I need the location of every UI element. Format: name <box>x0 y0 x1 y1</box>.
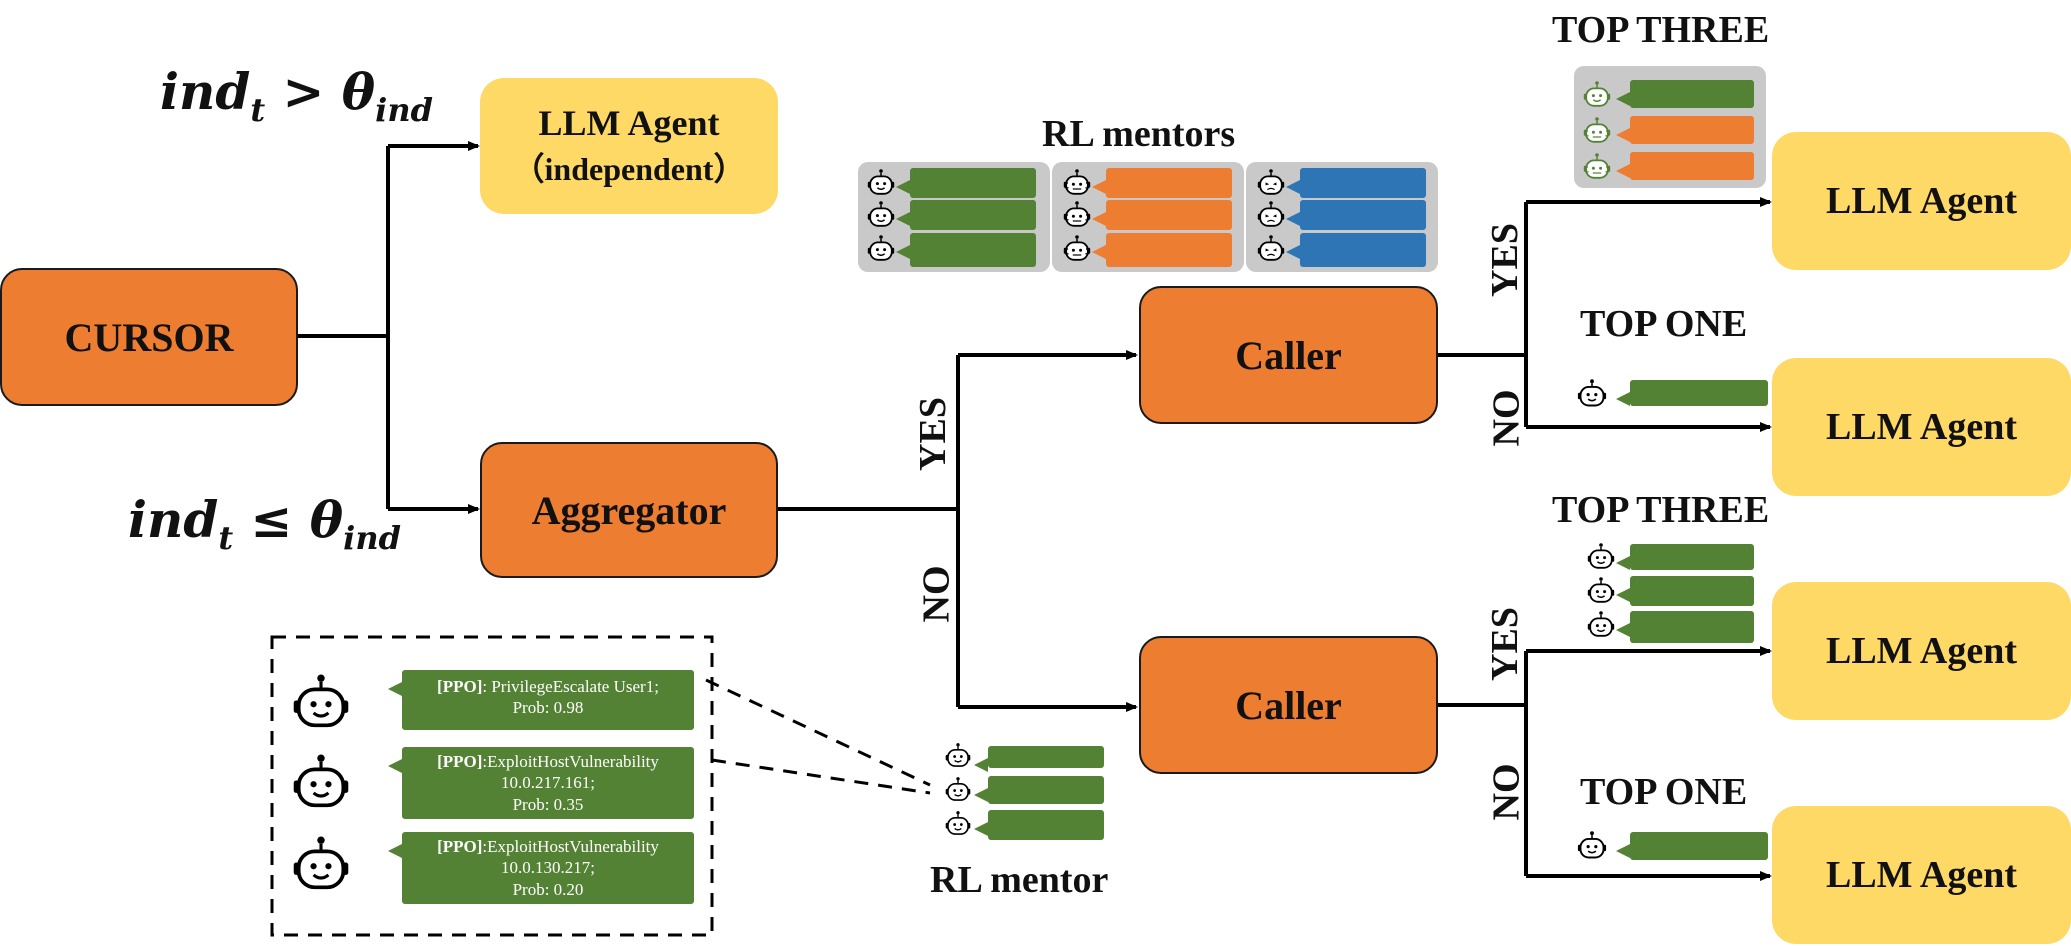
mini-bubble <box>1286 168 1426 198</box>
robot-smile-icon <box>944 776 972 804</box>
cond-high-op: > θ <box>265 62 376 121</box>
robot-smile-icon <box>1586 576 1616 606</box>
mini-bubble <box>1092 200 1232 230</box>
robot-smile-icon <box>1576 830 1608 862</box>
cursor-box: CURSOR <box>0 268 298 406</box>
mini-bubble <box>1616 380 1768 406</box>
robot-smile-icon <box>944 810 972 838</box>
cond-high-base: ind <box>160 62 251 121</box>
mini-bubble <box>1616 152 1754 180</box>
mini-bubble <box>896 200 1036 230</box>
bubble-line1: :ExploitHostVulnerability <box>482 837 659 856</box>
yes-label-aggregator: YES <box>911 397 954 471</box>
aggregator-box: Aggregator <box>480 442 778 578</box>
caller-box-top: Caller <box>1139 286 1438 424</box>
mini-bubble <box>896 233 1036 267</box>
no-label-aggregator: NO <box>915 565 958 623</box>
robot-smile-icon <box>1576 378 1608 410</box>
mini-bubble <box>1616 544 1754 570</box>
caller-label-top: Caller <box>1235 332 1342 378</box>
robot-bug-icon <box>1582 152 1612 182</box>
condition-high: indt > θind <box>160 62 433 129</box>
mini-bubble <box>896 168 1036 198</box>
bubble-line1: : PrivilegeEscalate User1; <box>482 677 659 696</box>
legend-bubble-3: [PPO]:ExploitHostVulnerability 10.0.130.… <box>388 832 694 904</box>
caller-box-bottom: Caller <box>1139 636 1438 774</box>
llm-agent-label: LLM Agent <box>1825 854 2018 896</box>
robot-smile-icon <box>1586 610 1616 640</box>
top-one-heading-a: TOP ONE <box>1580 303 1748 345</box>
bubble-tag: [PPO] <box>437 752 483 771</box>
robot-smile-icon <box>866 234 896 264</box>
mini-bubble <box>1092 233 1232 267</box>
cursor-label: CURSOR <box>64 314 234 360</box>
llm-agent-label: LLM Agent <box>1825 630 2018 672</box>
legend-bubble-2: [PPO]:ExploitHostVulnerability 10.0.217.… <box>388 747 694 819</box>
rl-mentors-title: RL mentors <box>1042 113 1236 155</box>
no-label-caller-top: NO <box>1485 389 1528 447</box>
yes-label-caller-top: YES <box>1483 223 1526 297</box>
mini-bubble <box>974 810 1104 840</box>
mini-bubble <box>974 746 1104 772</box>
top-three-heading-a: TOP THREE <box>1552 9 1770 51</box>
mini-bubble <box>1616 80 1754 108</box>
llm-agent-independent: LLM Agent （independent） <box>480 78 778 214</box>
robot-devil-icon <box>1256 200 1286 230</box>
cond-low-sub2: ind <box>343 519 401 557</box>
bubble-line2: 10.0.217.161; <box>501 773 595 793</box>
bubble-line2: 10.0.130.217; <box>501 858 595 878</box>
robot-devil-icon <box>1256 234 1286 264</box>
robot-bug-icon <box>1062 168 1092 198</box>
independent-note: （independent） <box>512 151 746 187</box>
robot-smile-icon <box>1586 542 1616 572</box>
bubble-line2: Prob: 0.98 <box>512 698 584 718</box>
rl-mentor-title: RL mentor <box>930 859 1109 901</box>
cond-high-sub2: ind <box>375 91 433 129</box>
mini-bubble <box>1616 116 1754 144</box>
mini-bubble <box>1616 832 1768 860</box>
robot-smile-icon <box>1582 80 1612 110</box>
legend-bubble-1: [PPO]: PrivilegeEscalate User1; Prob: 0.… <box>388 670 694 730</box>
llm-agent-top-one-b: LLM Agent <box>1772 806 2071 944</box>
aggregator-label: Aggregator <box>531 487 727 533</box>
bubble-line3: Prob: 0.20 <box>512 879 584 899</box>
llm-agent-top-one-a: LLM Agent <box>1772 358 2071 496</box>
bubble-line1: :ExploitHostVulnerability <box>482 752 659 771</box>
mini-bubble <box>1616 611 1754 643</box>
mini-bubble <box>1286 200 1426 230</box>
robot-smile-icon <box>290 834 352 896</box>
yes-label-caller-bottom: YES <box>1483 607 1526 681</box>
cond-high-sub1: t <box>250 91 266 129</box>
llm-agent-top-three-a: LLM Agent <box>1772 132 2071 270</box>
top-three-heading-b: TOP THREE <box>1552 489 1770 531</box>
mini-bubble <box>974 776 1104 804</box>
caller-label-bottom: Caller <box>1235 682 1342 728</box>
llm-agent-label: LLM Agent <box>1825 180 2018 222</box>
cond-low-base: ind <box>128 490 219 549</box>
bubble-line3: Prob: 0.35 <box>512 794 584 814</box>
cond-low-op: ≤ θ <box>233 490 344 549</box>
robot-smile-icon <box>866 200 896 230</box>
robot-bug-icon <box>1062 200 1092 230</box>
robot-smile-icon <box>866 168 896 198</box>
bubble-tag: [PPO] <box>437 837 483 856</box>
robot-smile-icon <box>944 742 972 770</box>
robot-smile-icon <box>290 672 352 734</box>
llm-agent-label: LLM Agent <box>1825 406 2018 448</box>
condition-low: indt ≤ θind <box>128 490 401 557</box>
robot-smile-icon <box>290 752 352 814</box>
robot-bug-icon <box>1062 234 1092 264</box>
bubble-tag: [PPO] <box>437 677 483 696</box>
mini-bubble <box>1092 168 1232 198</box>
robot-devil-icon <box>1256 168 1286 198</box>
mini-bubble <box>1616 576 1754 606</box>
cond-low-sub1: t <box>218 519 234 557</box>
mini-bubble <box>1286 233 1426 267</box>
no-label-caller-bottom: NO <box>1485 763 1528 821</box>
top-one-heading-b: TOP ONE <box>1580 771 1748 813</box>
llm-agent-label: LLM Agent <box>538 103 720 143</box>
llm-agent-top-three-b: LLM Agent <box>1772 582 2071 720</box>
robot-bug-icon <box>1582 116 1612 146</box>
